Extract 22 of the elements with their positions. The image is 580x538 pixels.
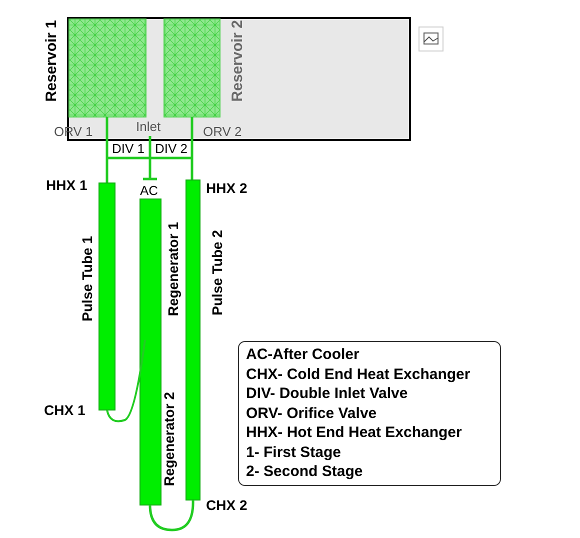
- part-label: Reservoir 2: [230, 20, 245, 102]
- key-entry: ORV- Orifice Valve: [246, 406, 377, 420]
- key-entry: CHX- Cold End Heat Exchanger: [246, 366, 470, 382]
- part-label: Pulse Tube 2: [210, 230, 224, 316]
- part-label: CHX 1: [44, 403, 86, 417]
- key-entry: DIV- Double Inlet Valve: [246, 386, 408, 401]
- part-label: AC: [140, 184, 158, 197]
- key-entry: AC-After Cooler: [246, 347, 360, 362]
- port-label: Inlet: [136, 120, 161, 133]
- valve-label: DIV 2: [155, 142, 188, 155]
- valve-label: DIV 1: [112, 142, 145, 155]
- part-label: HHX 1: [46, 178, 88, 192]
- part-label: Reservoir 1: [44, 20, 59, 102]
- part-label: HHX 2: [206, 181, 248, 195]
- key-entry: 2- Second Stage: [246, 464, 363, 479]
- part-label: CHX 2: [206, 498, 248, 512]
- valve-label: ORV 2: [203, 125, 242, 138]
- key-entry: HHX- Hot End Heat Exchanger: [246, 425, 462, 440]
- part-label: Regenerator 1: [166, 222, 180, 316]
- part-label: Pulse Tube 1: [80, 236, 94, 322]
- key-entry: 1- First Stage: [246, 444, 342, 460]
- part-label: Regenerator 2: [162, 392, 176, 486]
